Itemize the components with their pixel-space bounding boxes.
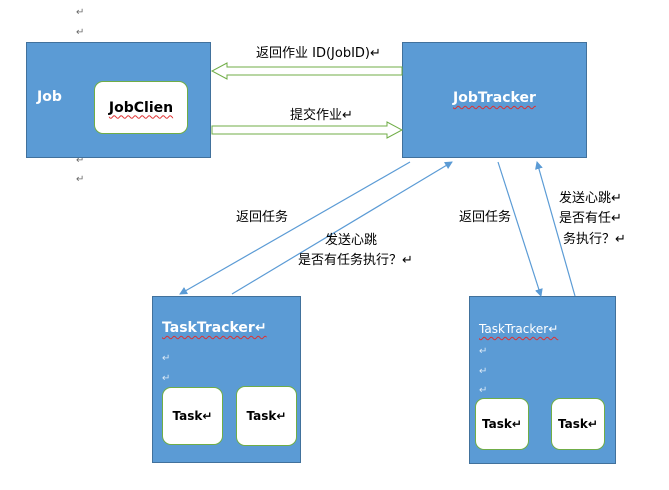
jobclient-box: JobClien <box>94 81 188 134</box>
task-box: Task↵ <box>551 398 605 450</box>
task-label: Task↵ <box>246 409 287 423</box>
return-task-right-arrow <box>497 161 543 297</box>
return-task-left-label: 返回任务 <box>236 210 289 225</box>
paragraph-mark: ↵ <box>162 373 171 384</box>
paragraph-mark: ↵ <box>76 155 85 166</box>
task-box: Task↵ <box>475 398 529 450</box>
heartbeat-left-label-2: 是否有任务执行？↵ <box>298 253 413 268</box>
heartbeat-right-label-2: 是否有任↵ <box>559 211 622 226</box>
jobtracker-box: JobTracker <box>402 42 587 158</box>
paragraph-mark: ↵ <box>479 366 488 377</box>
tasktracker-right-box: TaskTracker↵ ↵ ↵ ↵ Task↵ Task↵ <box>469 296 616 464</box>
paragraph-mark: ↵ <box>479 346 488 357</box>
return-jobid-arrow <box>210 62 403 80</box>
heartbeat-left-label-1: 发送心跳 <box>325 233 378 248</box>
paragraph-mark: ↵ <box>76 174 85 185</box>
task-box: Task↵ <box>162 387 223 445</box>
job-box: Job JobClien <box>26 42 211 158</box>
tasktracker-left-box: TaskTracker↵ ↵ ↵ Task↵ Task↵ <box>152 296 301 463</box>
paragraph-mark: ↵ <box>479 385 488 396</box>
submit-job-label: 提交作业↵ <box>290 108 353 123</box>
heartbeat-right-arrow <box>535 161 576 297</box>
task-label: Task↵ <box>558 417 598 431</box>
tasktracker-left-title: TaskTracker↵ <box>162 320 267 336</box>
return-jobid-label: 返回作业 ID(JobID)↵ <box>256 46 381 61</box>
jobtracker-title: JobTracker <box>453 90 536 106</box>
heartbeat-right-label-3: 务执行？↵ <box>563 232 626 247</box>
return-task-left-arrow <box>179 161 411 295</box>
heartbeat-left-arrow <box>231 161 453 295</box>
tasktracker-right-title: TaskTracker↵ <box>479 322 559 336</box>
task-box: Task↵ <box>236 386 297 446</box>
return-task-right-label: 返回任务 <box>459 210 512 225</box>
paragraph-mark: ↵ <box>162 353 171 364</box>
submit-job-arrow <box>211 121 404 139</box>
job-title: Job <box>37 89 62 105</box>
task-label: Task↵ <box>172 409 213 423</box>
heartbeat-right-label-1: 发送心跳↵ <box>559 191 622 206</box>
paragraph-mark: ↵ <box>76 7 85 18</box>
jobclient-label: JobClien <box>108 99 174 116</box>
task-label: Task↵ <box>482 417 522 431</box>
paragraph-mark: ↵ <box>76 27 85 38</box>
